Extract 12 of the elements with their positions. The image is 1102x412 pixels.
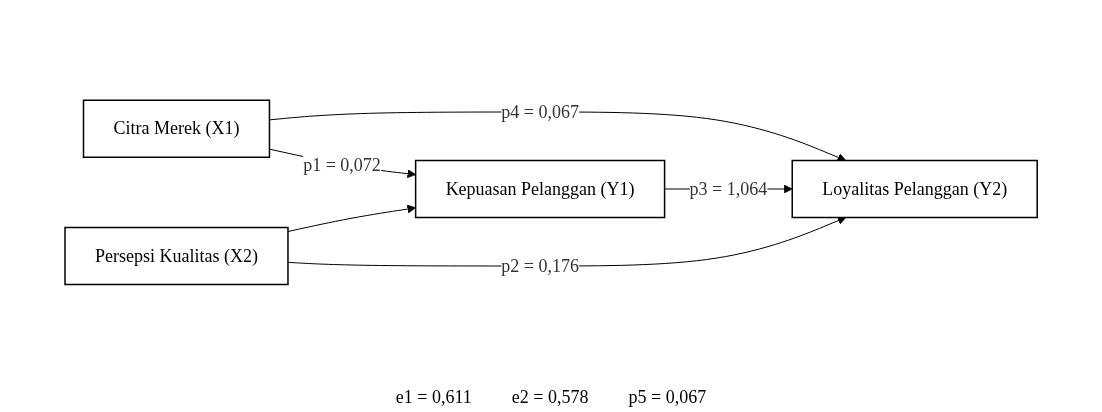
node-box: Citra Merek (X1): [82, 99, 271, 158]
edge-label: p4 = 0,067: [501, 101, 579, 122]
node-box: Persepsi Kualitas (X2): [64, 226, 289, 286]
coefficient-label: e2 = 0,578: [511, 387, 589, 408]
edge-label: p2 = 0,176: [501, 255, 579, 276]
edge-label: p1 = 0,072: [303, 154, 381, 175]
arrow: [287, 204, 416, 232]
edge-label: p3 = 1,064: [689, 178, 768, 199]
node-box: Kepuasan Pelanggan (Y1): [414, 159, 666, 219]
node-box: Loyalitas Pelanggan (Y2): [791, 159, 1038, 219]
coefficient-label: e1 = 0,611: [395, 387, 472, 408]
coefficient-label: p5 = 0,067: [628, 387, 707, 408]
